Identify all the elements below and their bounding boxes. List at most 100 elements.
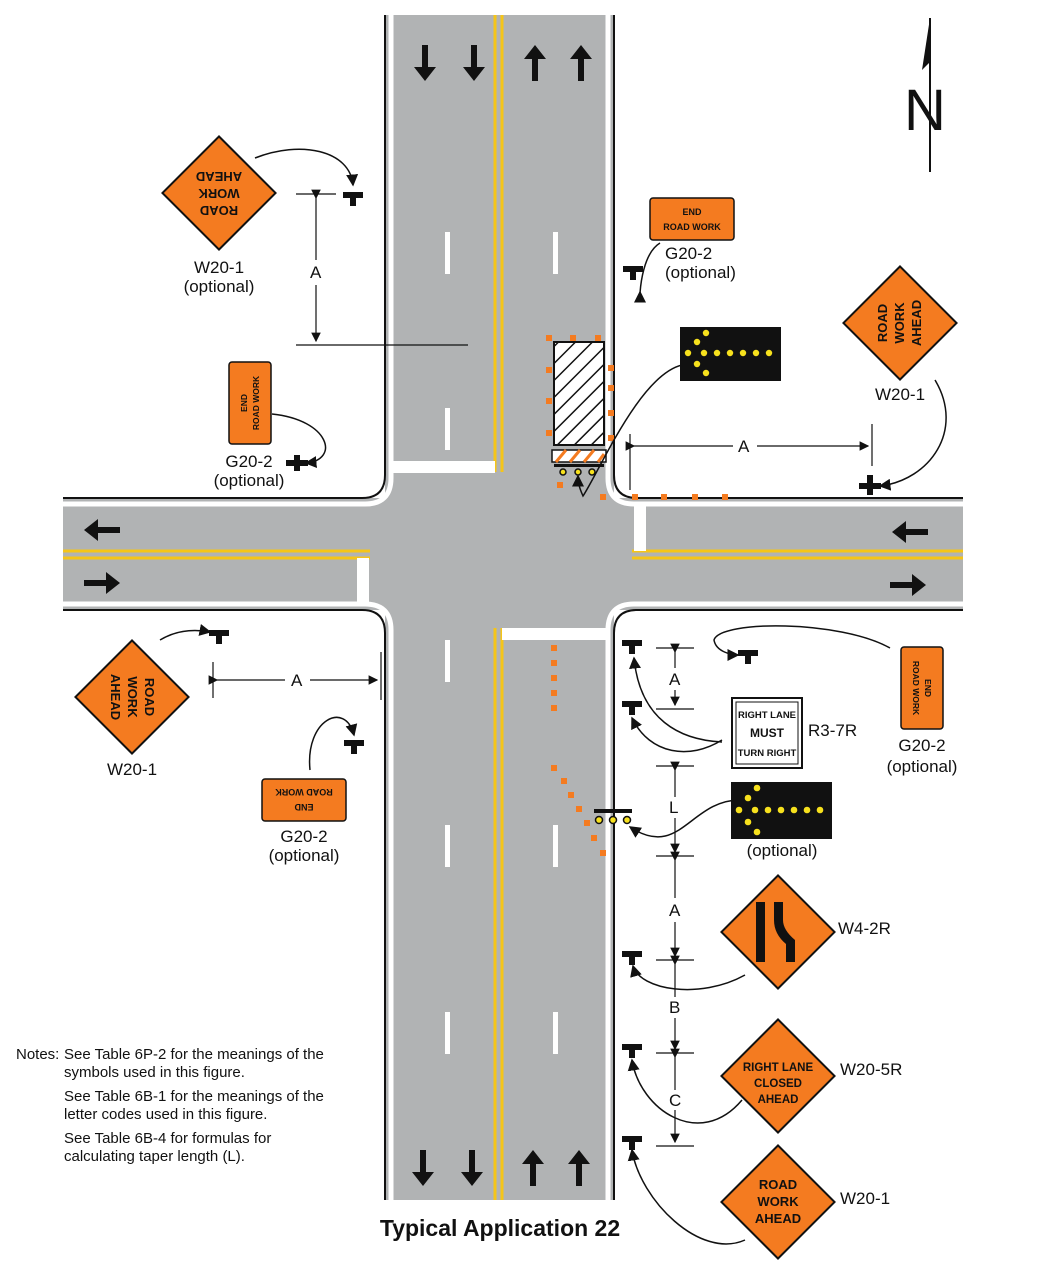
sign-post-icon [738, 650, 758, 664]
sign-qualifier: (optional) [665, 263, 736, 282]
sign-line: END [682, 207, 702, 217]
arrow-down-icon [461, 1150, 483, 1186]
arrow-right-icon [84, 572, 120, 594]
sign-line: ROAD [200, 203, 238, 218]
arrow-up-icon [522, 1150, 544, 1186]
sign-w4-2r [720, 874, 836, 990]
notes-row: Notes: See Table 6P-2 for the meanings o… [16, 1046, 336, 1166]
sign-line: END [923, 679, 933, 697]
sign-line: ROAD [142, 678, 157, 716]
sign-line: ROAD WORK [275, 787, 333, 797]
east-west-road [63, 498, 963, 610]
figure-title: Typical Application 22 [380, 1215, 620, 1241]
sign-line: AHEAD [909, 300, 924, 346]
dim-a-se-top: A [669, 670, 681, 689]
sign-g20-2-nw: END ROAD WORK [228, 361, 272, 445]
sign-post-icon [622, 951, 642, 965]
sign-post-icon [209, 630, 229, 644]
stop-bars [357, 461, 646, 640]
sign-line: AHEAD [758, 1094, 799, 1106]
sign-qualifier: (optional) [214, 471, 285, 490]
sign-w20-1-ne: ROAD WORK AHEAD [842, 265, 958, 381]
sign-line: WORK [125, 676, 140, 718]
sign-post-icon [622, 1136, 642, 1150]
dim-b-se: B [669, 998, 680, 1017]
sign-code: G20-2 [898, 736, 945, 755]
sign-line: ROAD WORK [663, 222, 721, 232]
note-item: See Table 6P-2 for the meanings of the s… [64, 1046, 324, 1081]
yellow-center-lines [63, 15, 963, 1200]
sign-post-icon [859, 475, 881, 495]
sign-line: WORK [757, 1194, 799, 1209]
dim-a-sw: A [291, 671, 303, 690]
sign-post-icon [622, 701, 642, 715]
sign-code: W20-1 [840, 1189, 890, 1208]
sign-qualifier: (optional) [184, 277, 255, 296]
arrow-board-ne [680, 327, 781, 381]
channelizing-devices [546, 335, 728, 856]
lane-reduction-symbol-icon [756, 902, 795, 962]
sign-line: ROAD [759, 1177, 797, 1192]
north-label: N [904, 78, 946, 143]
sign-qualifier: (optional) [887, 757, 958, 776]
leader-lines [159, 148, 947, 1245]
sign-line: WORK [892, 302, 907, 344]
sign-code: G20-2 [665, 244, 712, 263]
sign-supports [209, 192, 881, 1150]
sign-code: R3-7R [808, 721, 857, 740]
sign-code: W20-1 [107, 760, 157, 779]
arrow-right-icon [890, 574, 926, 596]
sign-w20-5r: RIGHT LANE CLOSED AHEAD [720, 1018, 836, 1134]
sign-post-icon [343, 192, 363, 206]
arrow-left-icon [892, 521, 928, 543]
sign-post-icon [286, 455, 308, 471]
sign-w20-1-nw: ROAD WORK AHEAD [161, 135, 277, 251]
arrow-left-icon [84, 519, 120, 541]
sign-line: AHEAD [755, 1211, 801, 1226]
arrow-up-icon [570, 45, 592, 81]
note-item: See Table 6B-1 for the meanings of the l… [64, 1088, 324, 1123]
north-arrow-icon [922, 18, 930, 70]
sign-post-icon [623, 266, 643, 280]
sign-post-icon [344, 740, 364, 754]
note-item: See Table 6B-4 for formulas for calculat… [64, 1130, 272, 1165]
north-arrow: N [904, 18, 946, 172]
sign-code: W20-1 [875, 385, 925, 404]
dim-c-se: C [669, 1091, 681, 1110]
sign-code: W20-1 [194, 258, 244, 277]
notes-prefix: Notes: [16, 1046, 60, 1063]
sign-post-icon [622, 640, 642, 654]
sign-r3-7r: RIGHT LANE MUST TURN RIGHT [731, 697, 803, 769]
sign-g20-2-sw: END ROAD WORK [261, 778, 347, 822]
sign-qualifier: (optional) [269, 846, 340, 865]
sign-line: MUST [750, 726, 785, 740]
sign-line: RIGHT LANE [743, 1062, 814, 1074]
sign-w20-1-se: ROAD WORK AHEAD [720, 1144, 836, 1260]
arrow-board-s [731, 782, 832, 839]
lane-lines [445, 232, 558, 1054]
dim-a-se-mid: A [669, 901, 681, 920]
sign-line: END [294, 802, 314, 812]
road-network [63, 15, 963, 1200]
sign-code: W4-2R [838, 919, 891, 938]
sign-w20-1-sw: ROAD WORK AHEAD [74, 639, 190, 755]
trailer-arrow-board [594, 809, 632, 825]
sign-line: RIGHT LANE [738, 710, 796, 721]
arrow-down-icon [412, 1150, 434, 1186]
sign-qualifier: (optional) [747, 841, 818, 860]
work-vehicle [551, 341, 607, 476]
dim-a-nw: A [310, 263, 322, 282]
dimension-lines [208, 189, 873, 1147]
sign-line: TURN RIGHT [738, 748, 797, 759]
sign-line: ROAD [875, 304, 890, 342]
lane-arrows [84, 45, 928, 1186]
arrow-up-icon [568, 1150, 590, 1186]
arrow-down-icon [463, 45, 485, 81]
dim-a-ne: A [738, 437, 750, 456]
notes-block: Notes: See Table 6P-2 for the meanings o… [16, 1046, 336, 1166]
sign-g20-2-se: END ROAD WORK [900, 646, 944, 730]
sign-line: WORK [198, 186, 240, 201]
sign-code: G20-2 [225, 452, 272, 471]
sign-line: AHEAD [196, 169, 242, 184]
